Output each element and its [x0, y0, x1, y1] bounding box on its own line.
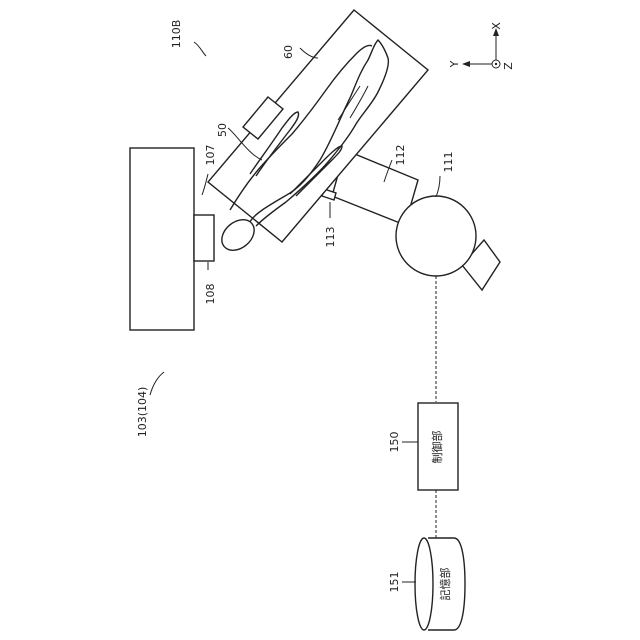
ref-107: 107 — [204, 145, 217, 166]
leader-111 — [436, 176, 440, 197]
ref-151: 151 — [388, 572, 401, 593]
axis-z-label: Z — [502, 62, 515, 70]
storage-unit-label: 記憶部 — [438, 568, 452, 601]
ref-110B: 110B — [170, 20, 183, 49]
leader-103 — [150, 372, 164, 395]
coordinate-axes — [462, 28, 500, 68]
imaging-unit-block — [194, 215, 214, 261]
ref-60: 60 — [282, 45, 295, 59]
control-unit-label: 制御部 — [430, 431, 444, 464]
leader-110B — [194, 42, 206, 56]
axis-x-label: X — [490, 22, 503, 30]
ref-50: 50 — [216, 123, 229, 137]
ref-113: 113 — [324, 227, 337, 248]
imaging-unit-housing — [130, 148, 194, 330]
ref-111: 111 — [442, 152, 455, 173]
ref-108: 108 — [204, 284, 217, 305]
ref-103: 103(104) — [136, 387, 149, 438]
ref-112: 112 — [394, 145, 407, 166]
axis-y-label: Y — [448, 60, 461, 68]
ref-150: 150 — [388, 432, 401, 453]
leader-107 — [202, 174, 208, 195]
arm-joint — [396, 196, 476, 276]
